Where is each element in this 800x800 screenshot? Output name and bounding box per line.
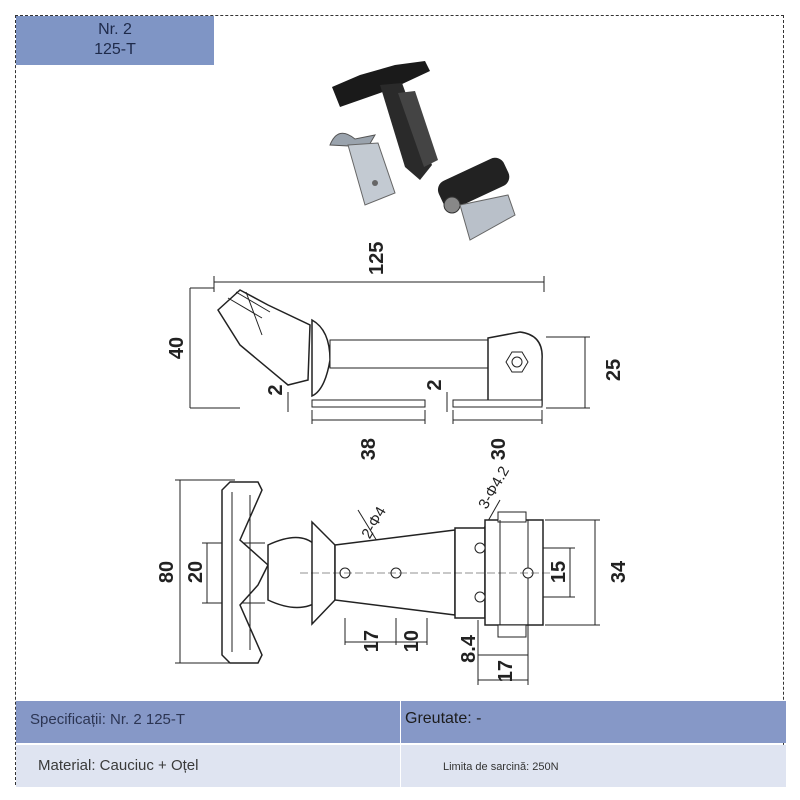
product-photo bbox=[329, 61, 516, 241]
dim-2-left: 2 bbox=[265, 384, 287, 395]
spec-row-1 bbox=[16, 701, 786, 743]
dim-125: 125 bbox=[366, 242, 388, 275]
hole-label-2: 2-Φ4 bbox=[358, 504, 390, 542]
load-limit-text: Limita de sarcină: 250N bbox=[443, 761, 559, 773]
material-text: Material: Cauciuc + Oțel bbox=[38, 757, 199, 774]
hole-label-3: 3-Φ4.2 bbox=[475, 464, 513, 512]
dim-34: 34 bbox=[608, 560, 630, 583]
spec-row-2 bbox=[16, 745, 786, 787]
dim-38: 38 bbox=[358, 438, 380, 460]
model-number: Nr. 2 bbox=[98, 21, 132, 38]
dim-30: 30 bbox=[488, 438, 510, 460]
model-badge: Nr. 2 125-T bbox=[16, 16, 214, 65]
spec-divider bbox=[400, 701, 401, 787]
weight-text: Greutate: - bbox=[405, 710, 482, 727]
dim-25: 25 bbox=[603, 359, 625, 381]
dim-8-4: 8.4 bbox=[458, 634, 480, 663]
dim-20: 20 bbox=[185, 561, 207, 583]
dim-10: 10 bbox=[401, 630, 423, 652]
specification-text: Specificații: Nr. 2 125-T bbox=[30, 711, 186, 728]
dim-17a: 17 bbox=[361, 630, 383, 652]
dim-15: 15 bbox=[548, 561, 570, 583]
dim-80: 80 bbox=[156, 561, 178, 583]
dim-40: 40 bbox=[166, 337, 188, 359]
dim-17b: 17 bbox=[495, 660, 517, 682]
model-code: 125-T bbox=[94, 41, 136, 58]
dim-2-right: 2 bbox=[424, 379, 446, 390]
